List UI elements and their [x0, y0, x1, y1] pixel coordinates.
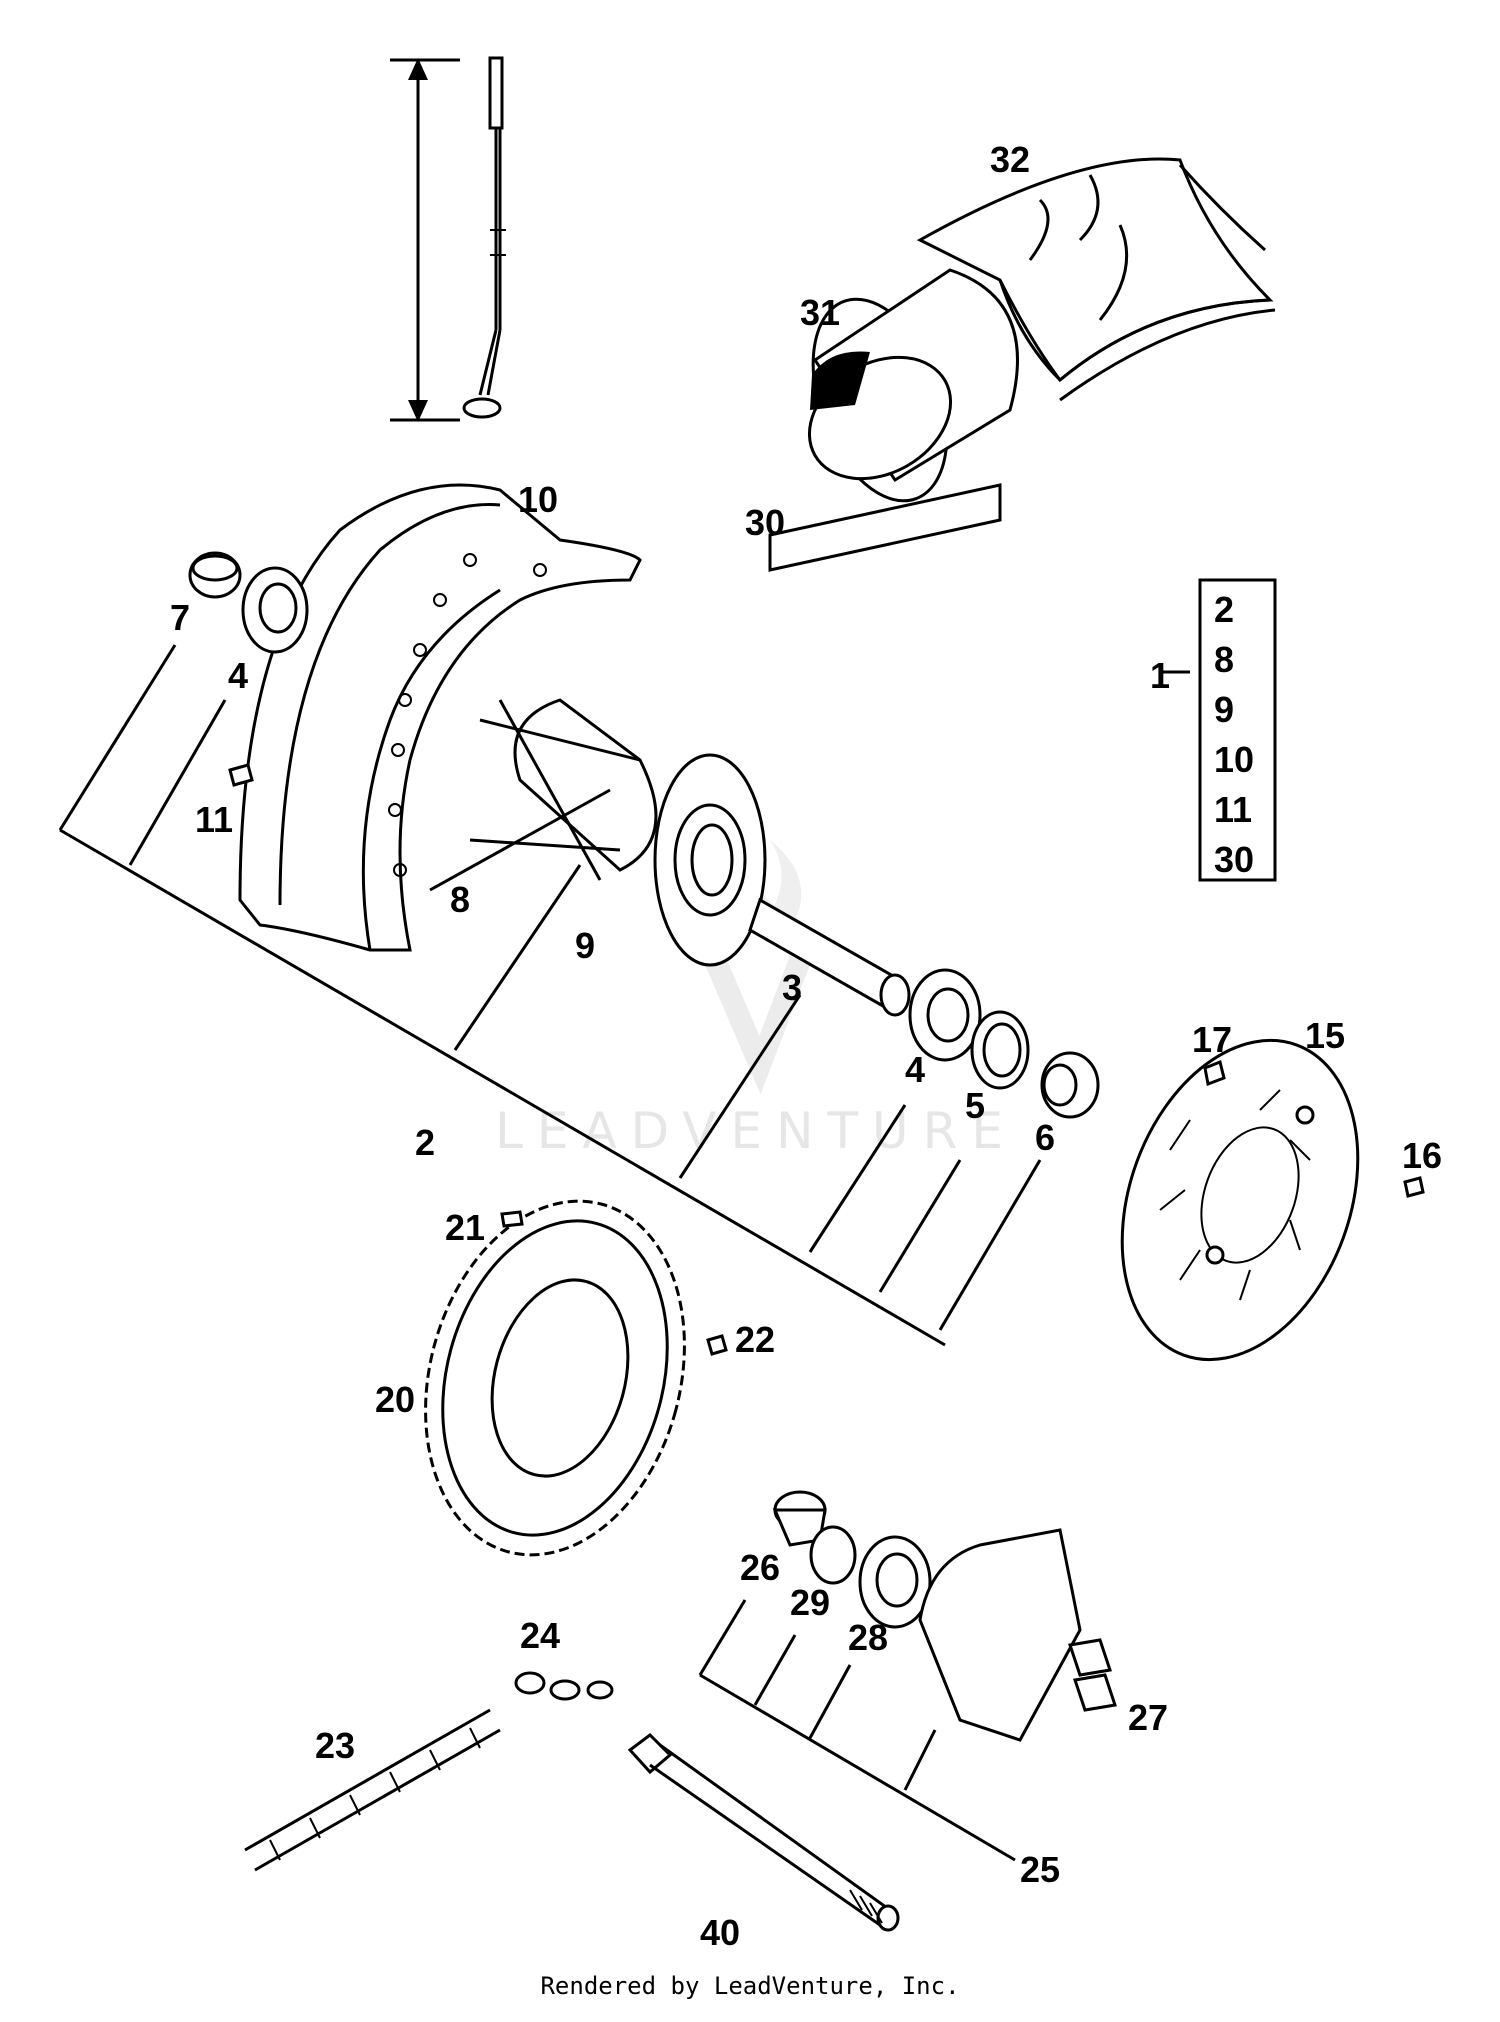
kit-item-11: 11: [1214, 789, 1252, 830]
rim: [238, 483, 642, 952]
callout-5: 5: [965, 1085, 985, 1126]
callout-24: 24: [520, 1615, 560, 1656]
callout-labels: 1 2 3 4 4 5 6 7 8 9 10 11 15 16 17 20 21…: [170, 139, 1442, 1953]
footer-credit: Rendered by LeadVenture, Inc.: [540, 1972, 960, 2000]
kit-item-30: 30: [1214, 839, 1254, 880]
wheel-axle: [627, 1733, 900, 1932]
bearing-stack: [188, 551, 1100, 1119]
callout-32: 32: [990, 139, 1030, 180]
callout-17: 17: [1192, 1019, 1232, 1060]
callout-15: 15: [1305, 1015, 1345, 1056]
brake-disc: [1120, 1038, 1425, 1362]
rear-hub: [429, 698, 767, 967]
watermark-text: LEADVENTURE: [495, 1102, 1017, 1160]
spoke-dimension-drawing: [390, 56, 506, 422]
callout-4-right: 4: [905, 1049, 925, 1090]
callout-29: 29: [790, 1582, 830, 1623]
callout-6: 6: [1035, 1117, 1055, 1158]
callout-27: 27: [1128, 1697, 1168, 1738]
callout-11: 11: [195, 799, 233, 840]
callout-7: 7: [170, 597, 190, 638]
callout-22: 22: [735, 1319, 775, 1360]
callout-28: 28: [848, 1617, 888, 1658]
parts-kit-box: 2 8 9 10 11 30: [1198, 578, 1277, 882]
callout-26: 26: [740, 1547, 780, 1588]
leader-lines: [58, 644, 1190, 1862]
kit-item-9: 9: [1214, 689, 1234, 730]
tire-assembly: [768, 157, 1276, 572]
callout-25: 25: [1020, 1849, 1060, 1890]
callout-9: 9: [575, 925, 595, 966]
kit-item-2: 2: [1214, 589, 1234, 630]
callout-40: 40: [700, 1912, 740, 1953]
callout-8: 8: [450, 879, 470, 920]
callout-20: 20: [375, 1379, 415, 1420]
callout-10: 10: [518, 479, 558, 520]
callout-4-left: 4: [228, 655, 248, 696]
drive-chain: [244, 1671, 614, 1872]
kit-item-10: 10: [1214, 739, 1254, 780]
callout-3: 3: [782, 967, 802, 1008]
callout-31: 31: [800, 292, 840, 333]
callout-1: 1: [1150, 655, 1170, 696]
kit-item-8: 8: [1214, 639, 1234, 680]
callout-30: 30: [745, 502, 785, 543]
callout-16: 16: [1402, 1135, 1442, 1176]
callout-23: 23: [315, 1725, 355, 1766]
sprocket: [424, 1199, 728, 1557]
callout-21: 21: [445, 1207, 485, 1248]
callout-2: 2: [415, 1122, 435, 1163]
sprocket-carrier: [772, 1490, 1117, 1742]
spacer: [748, 897, 911, 1017]
